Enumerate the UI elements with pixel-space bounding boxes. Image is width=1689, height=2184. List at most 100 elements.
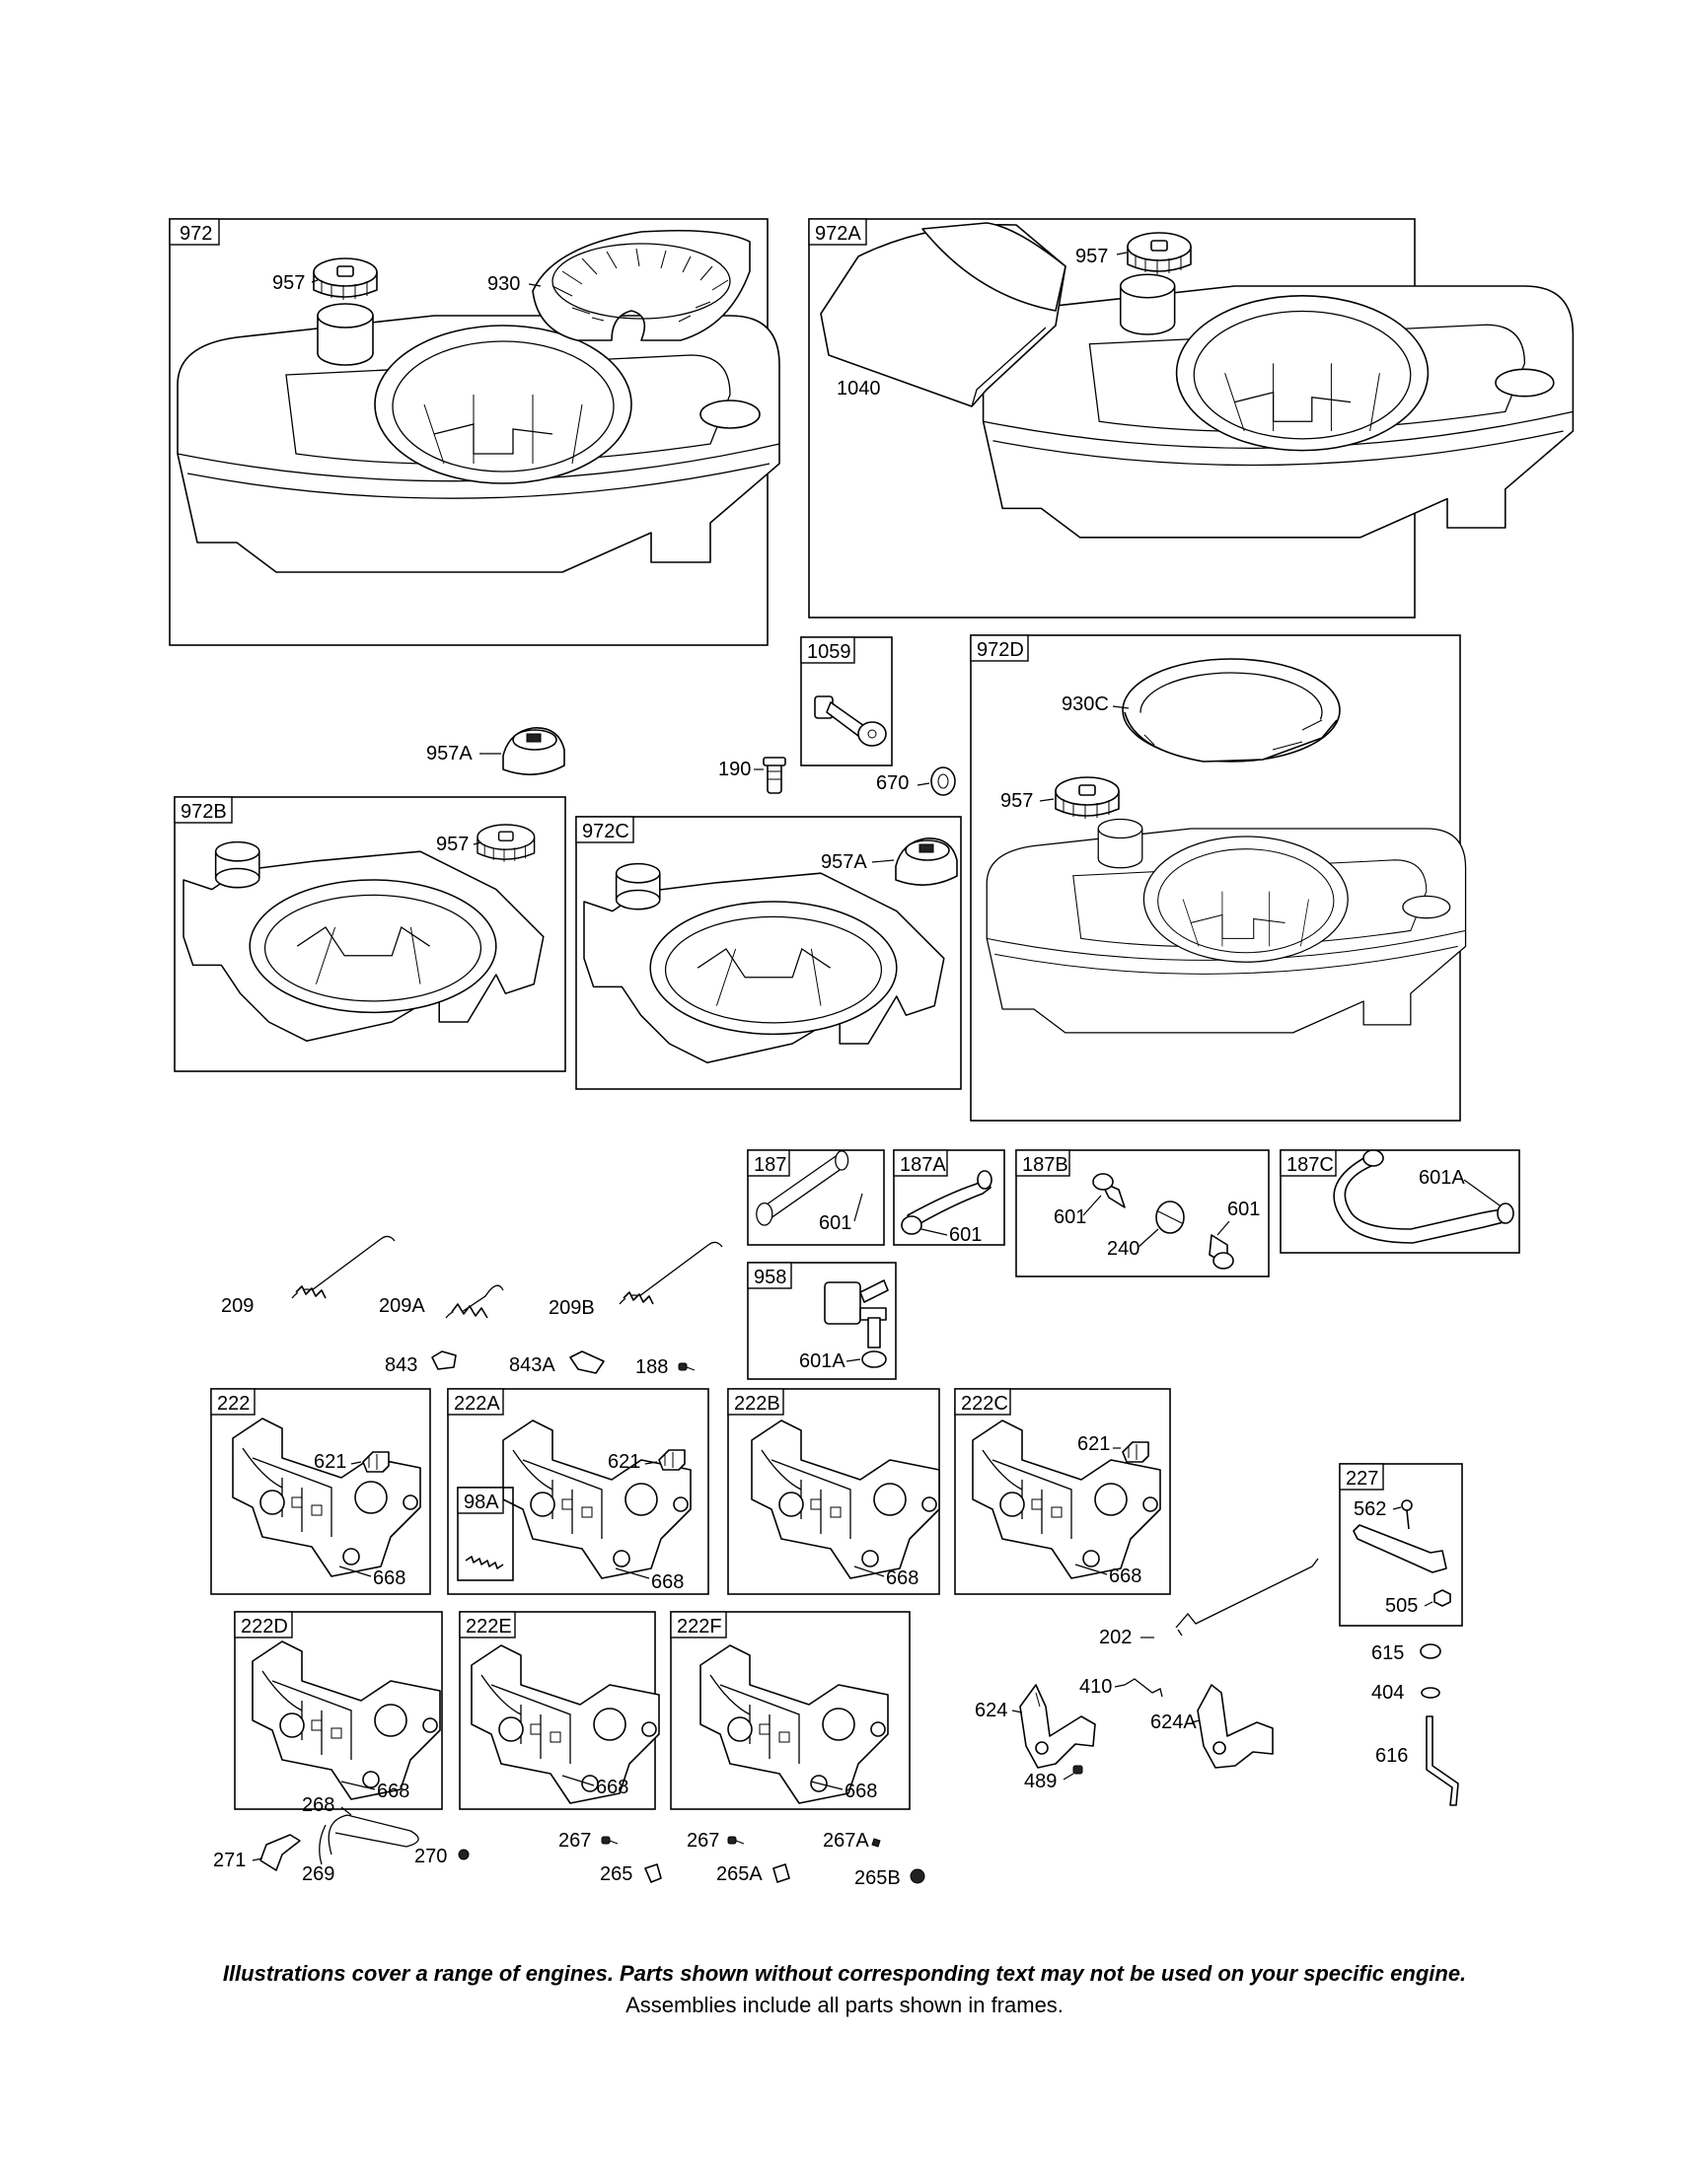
- label-410: 410: [1079, 1676, 1112, 1698]
- label-615: 615: [1371, 1642, 1404, 1664]
- spring-98a: [465, 1556, 504, 1569]
- frame-98a-tag: 98A: [464, 1492, 499, 1513]
- fuel-cap-957: [1127, 232, 1192, 275]
- label-270: 270: [414, 1846, 447, 1867]
- blower-housing-930: [532, 229, 751, 341]
- governor-spring-209a: [445, 1284, 504, 1319]
- governor-bracket-222f: [699, 1644, 889, 1804]
- label-957: 957: [1075, 246, 1108, 267]
- label-668: 668: [373, 1567, 405, 1589]
- label-209a: 209A: [379, 1295, 425, 1317]
- label-601: 601: [1054, 1206, 1086, 1228]
- screw-267a: [871, 1838, 881, 1848]
- fuel-cap-957a: [895, 837, 958, 886]
- assemblies-note: Assemblies include all parts shown in fr…: [625, 1993, 1064, 2017]
- governor-spring-209b: [619, 1241, 723, 1305]
- disclaimer-note: Illustrations cover a range of engines. …: [222, 1961, 1467, 1986]
- frame-972c-tag: 972C: [582, 821, 629, 842]
- clip-265: [644, 1863, 662, 1883]
- fuel-shutoff-1059: [814, 695, 887, 747]
- frame-187c-tag: 187C: [1286, 1154, 1334, 1176]
- washer-404: [1421, 1687, 1440, 1699]
- label-621: 621: [314, 1451, 346, 1473]
- frame-187a-tag: 187A: [900, 1154, 946, 1176]
- part-843a: [569, 1350, 605, 1374]
- blower-ring-930c: [1122, 658, 1341, 763]
- label-957: 957: [272, 272, 305, 294]
- frame-222b-tag: 222B: [734, 1393, 780, 1415]
- control-bracket-624: [1019, 1684, 1096, 1769]
- frame-972b-tag: 972B: [181, 801, 227, 823]
- screw-188: [678, 1362, 696, 1371]
- part-843: [431, 1350, 457, 1370]
- governor-bracket-222d: [252, 1640, 441, 1800]
- screw-267: [727, 1836, 745, 1845]
- governor-bracket-222a: [502, 1420, 692, 1579]
- label-404: 404: [1371, 1682, 1404, 1704]
- label-265: 265: [600, 1863, 632, 1885]
- governor-bracket-222b: [751, 1420, 940, 1579]
- label-268: 268: [302, 1794, 334, 1816]
- fuel-cap-957a: [502, 727, 565, 775]
- governor-bracket-222: [232, 1418, 421, 1577]
- governor-spring-209: [291, 1235, 396, 1299]
- label-190: 190: [718, 759, 751, 780]
- label-670: 670: [876, 772, 909, 794]
- shaft-616: [1426, 1715, 1459, 1806]
- clip-621: [362, 1451, 390, 1473]
- label-505: 505: [1385, 1595, 1418, 1617]
- label-188: 188: [635, 1356, 668, 1378]
- control-bracket-624a: [1197, 1684, 1274, 1769]
- link-410: [1124, 1678, 1163, 1698]
- frame-222-tag: 222: [217, 1393, 250, 1415]
- fuel-line-187a: [901, 1170, 992, 1235]
- fuel-tank-972d: [986, 818, 1467, 1034]
- label-668: 668: [596, 1777, 628, 1798]
- frame-222d-tag: 222D: [241, 1616, 288, 1638]
- label-621: 621: [608, 1451, 640, 1473]
- label-209: 209: [221, 1295, 254, 1317]
- fuel-line-187c: [1333, 1149, 1514, 1244]
- label-957: 957: [436, 834, 469, 855]
- fuel-cap-957: [313, 257, 378, 301]
- label-601a: 601A: [1419, 1167, 1465, 1189]
- cable-268: [319, 1814, 419, 1865]
- nut-270: [458, 1849, 470, 1860]
- lever-271: [259, 1834, 301, 1871]
- frame-227-tag: 227: [1346, 1468, 1378, 1490]
- label-668: 668: [844, 1781, 877, 1802]
- fuel-cap-957: [1055, 776, 1120, 820]
- fuel-tank-972a: [982, 273, 1575, 539]
- label-668: 668: [886, 1567, 918, 1589]
- frame-972a-tag: 972A: [815, 223, 861, 245]
- label-265a: 265A: [716, 1863, 763, 1885]
- frame-972d-tag: 972D: [977, 639, 1024, 661]
- clip-621: [658, 1449, 686, 1471]
- frame-187-tag: 187: [754, 1154, 786, 1176]
- throttle-lever-227: [1353, 1499, 1451, 1607]
- clip-621: [1122, 1441, 1149, 1463]
- fuel-tank-972c: [583, 862, 945, 1063]
- label-271: 271: [213, 1850, 246, 1871]
- label-624: 624: [975, 1700, 1007, 1721]
- label-489: 489: [1024, 1771, 1057, 1792]
- frame-972-tag: 972: [180, 223, 212, 245]
- label-267a: 267A: [823, 1830, 869, 1852]
- label-267: 267: [558, 1830, 591, 1852]
- fuel-tank-972: [177, 303, 780, 573]
- label-668: 668: [1109, 1565, 1141, 1587]
- label-240: 240: [1107, 1238, 1139, 1260]
- frame-222a-tag: 222A: [454, 1393, 500, 1415]
- diagram-footer: Illustrations cover a range of engines. …: [0, 1961, 1689, 2018]
- fuel-tank-972b: [183, 840, 545, 1042]
- fuel-filter-240: [1092, 1173, 1234, 1270]
- frame-222e-tag: 222E: [466, 1616, 512, 1638]
- label-668: 668: [651, 1571, 684, 1593]
- label-843: 843: [385, 1354, 417, 1376]
- label-843a: 843A: [509, 1354, 555, 1376]
- screw-489: [1072, 1765, 1083, 1775]
- label-601a: 601A: [799, 1350, 845, 1372]
- label-1040: 1040: [837, 378, 881, 400]
- label-601: 601: [819, 1212, 851, 1234]
